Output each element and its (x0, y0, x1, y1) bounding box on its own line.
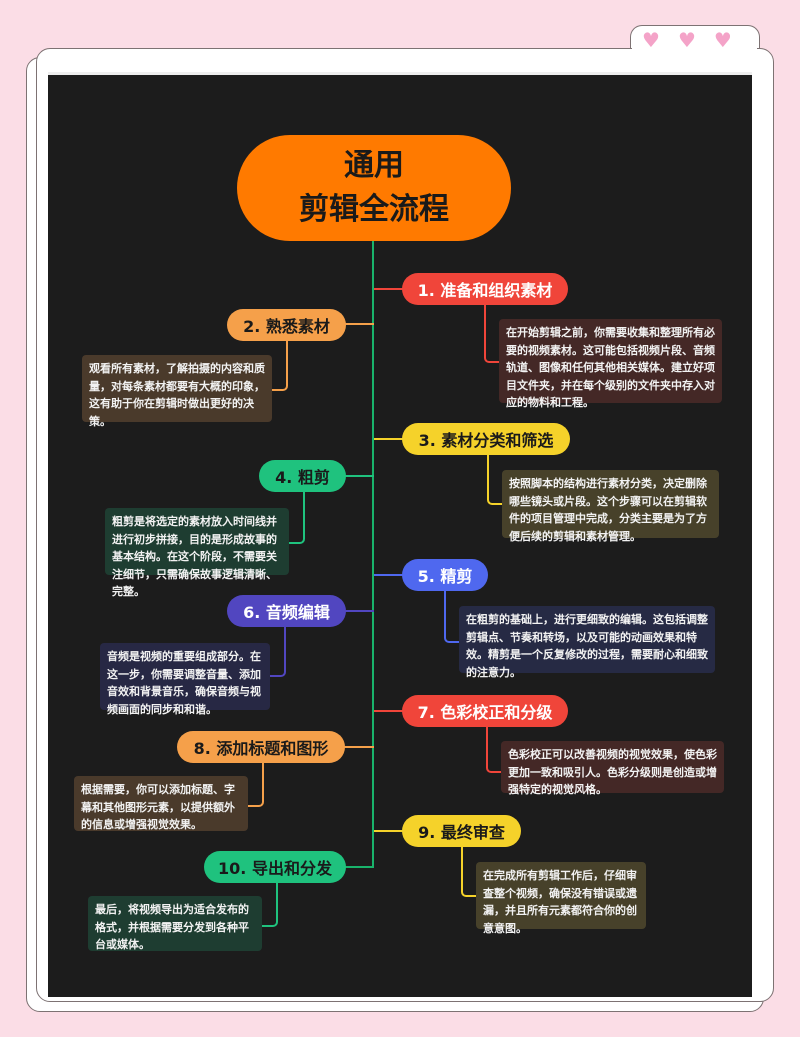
desc-connector-1 (484, 305, 502, 363)
heart-icon: ♥ (677, 28, 696, 52)
step-desc-7: 色彩校正可以改善视频的视觉效果，使色彩更加一致和吸引人。色彩分级则是创造或增强特… (501, 741, 724, 796)
desc-connector-6 (268, 627, 286, 677)
trunk-end (345, 866, 374, 868)
title-line-1: 通用 (344, 148, 404, 183)
step-node-7[interactable]: 7. 色彩校正和分级 (402, 695, 568, 727)
step-desc-5: 在粗剪的基础上，进行更细致的编辑。这包括调整剪辑点、节奏和转场，以及可能的动画效… (459, 606, 715, 679)
step-desc-1: 在开始剪辑之前，你需要收集和整理所有必要的视频素材。这可能包括视频片段、音频轨道… (499, 319, 722, 409)
heart-icon: ♥ (713, 28, 732, 52)
desc-connector-8 (246, 763, 264, 807)
trunk-line (372, 240, 374, 868)
step-desc-3: 按照脚本的结构进行素材分类，决定删除哪些镜头或片段。这个步骤可以在剪辑软件的项目… (502, 470, 719, 543)
connector-7 (374, 710, 404, 712)
desc-connector-7 (486, 727, 504, 773)
desc-connector-9 (461, 847, 479, 897)
connector-9 (374, 830, 404, 832)
step-node-8[interactable]: 8. 添加标题和图形 (177, 731, 345, 763)
step-node-5[interactable]: 5. 精剪 (402, 559, 488, 591)
root-title-node[interactable]: 通用 剪辑全流程 (237, 135, 511, 241)
desc-connector-2 (270, 341, 288, 391)
step-node-6[interactable]: 6. 音频编辑 (227, 595, 346, 627)
connector-5 (374, 574, 404, 576)
step-desc-9: 在完成所有剪辑工作后，仔细审查整个视频，确保没有错误或遗漏，并且所有元素都符合你… (476, 862, 646, 935)
desc-connector-3 (487, 455, 505, 505)
step-node-2[interactable]: 2. 熟悉素材 (227, 309, 346, 341)
step-desc-6: 音频是视频的重要组成部分。在这一步，你需要调整音量、添加音效和背景音乐，确保音频… (100, 643, 270, 716)
desc-connector-4 (287, 492, 305, 544)
connector-4 (344, 475, 374, 477)
step-node-3[interactable]: 3. 素材分类和筛选 (402, 423, 570, 455)
title-line-2: 剪辑全流程 (299, 192, 449, 227)
tab-joint (632, 48, 757, 54)
step-desc-2: 观看所有素材，了解拍摄的内容和质量，对每条素材都要有大概的印象，这有助于你在剪辑… (82, 355, 272, 428)
step-node-9[interactable]: 9. 最终审查 (402, 815, 521, 847)
connector-1 (374, 288, 404, 290)
step-node-10[interactable]: 10. 导出和分发 (204, 851, 346, 883)
step-desc-4: 粗剪是将选定的素材放入时间线并进行初步拼接，目的是形成故事的基本结构。在这个阶段… (105, 508, 289, 598)
step-desc-10: 最后，将视频导出为适合发布的格式，并根据需要分发到各种平台或媒体。 (88, 896, 262, 951)
heart-icon: ♥ (642, 28, 660, 52)
step-node-1[interactable]: 1. 准备和组织素材 (402, 273, 568, 305)
desc-connector-5 (444, 591, 462, 643)
step-desc-8: 根据需要，你可以添加标题、字幕和其他图形元素，以提供额外的信息或增强视觉效果。 (74, 776, 248, 831)
connector-6 (344, 610, 374, 612)
connector-2 (344, 323, 374, 325)
desc-connector-10 (260, 883, 278, 927)
connector-8 (344, 746, 374, 748)
step-node-4[interactable]: 4. 粗剪 (259, 460, 346, 492)
connector-3 (374, 438, 404, 440)
hearts-decoration: ♥ ♥ ♥ (642, 30, 732, 50)
